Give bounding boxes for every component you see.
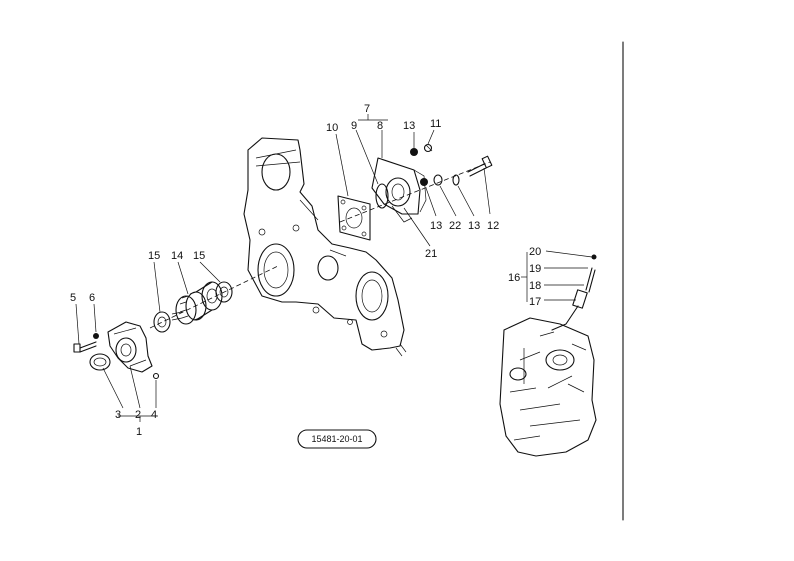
- sender-parts-18-19: [585, 254, 597, 293]
- callout-4: 4: [151, 409, 157, 421]
- nut-13-mid: [420, 178, 428, 186]
- callout-9: 9: [351, 120, 357, 132]
- callout-8: 8: [377, 120, 383, 132]
- gasket-10: [337, 195, 371, 241]
- callout-1: 1: [136, 426, 142, 438]
- idler-gear-14: [171, 281, 223, 325]
- callout-11: 11: [430, 118, 441, 130]
- callout-7: 7: [364, 103, 370, 115]
- washer-22: [433, 174, 443, 186]
- callout-17: 17: [529, 296, 541, 308]
- callout-15-left: 15: [148, 250, 160, 262]
- bolt-5: [73, 341, 97, 353]
- washer-13-right: [452, 174, 460, 186]
- callout-labels: 5 6 3 2 4 1 15 14 15 10 9 7 8 13 11 13 2…: [70, 103, 541, 438]
- callout-22: 22: [449, 220, 461, 232]
- callout-19: 19: [529, 263, 541, 275]
- thrust-washer-15-right: [215, 281, 233, 303]
- callout-10: 10: [326, 122, 338, 134]
- callout-12: 12: [487, 220, 499, 232]
- callout-13-top: 13: [403, 120, 415, 132]
- callout-18: 18: [529, 280, 541, 292]
- housing-2: [107, 321, 153, 373]
- drawing-reference-text: 15481-20-01: [311, 434, 362, 444]
- callout-13-mid: 13: [430, 220, 442, 232]
- o-ring-9: [375, 183, 389, 209]
- thrust-washer-15-left: [153, 311, 171, 333]
- assembly-axis-upper: [339, 161, 491, 223]
- callout-6: 6: [89, 292, 95, 304]
- seal-3: [89, 353, 111, 371]
- pin-4: [152, 372, 160, 380]
- drawing-reference-tag: 15481-20-01: [297, 429, 377, 449]
- fastener-11: [423, 143, 433, 153]
- callout-5: 5: [70, 292, 76, 304]
- callout-3: 3: [115, 409, 121, 421]
- engine-block-detail: [499, 317, 597, 457]
- callout-16: 16: [508, 272, 520, 284]
- sender-17: [551, 289, 588, 331]
- callout-21: 21: [425, 248, 437, 260]
- callout-2: 2: [135, 409, 141, 421]
- washer-6: [93, 333, 99, 339]
- callout-15-right: 15: [193, 250, 205, 262]
- gear-case-housing: [243, 137, 407, 357]
- bolt-12: [467, 155, 493, 177]
- callout-13-right: 13: [468, 220, 480, 232]
- callout-20: 20: [529, 246, 541, 258]
- pump-body-8: [371, 157, 427, 223]
- nut-13-top: [410, 148, 418, 156]
- callout-14: 14: [171, 250, 183, 262]
- leader-lines: [75, 114, 593, 422]
